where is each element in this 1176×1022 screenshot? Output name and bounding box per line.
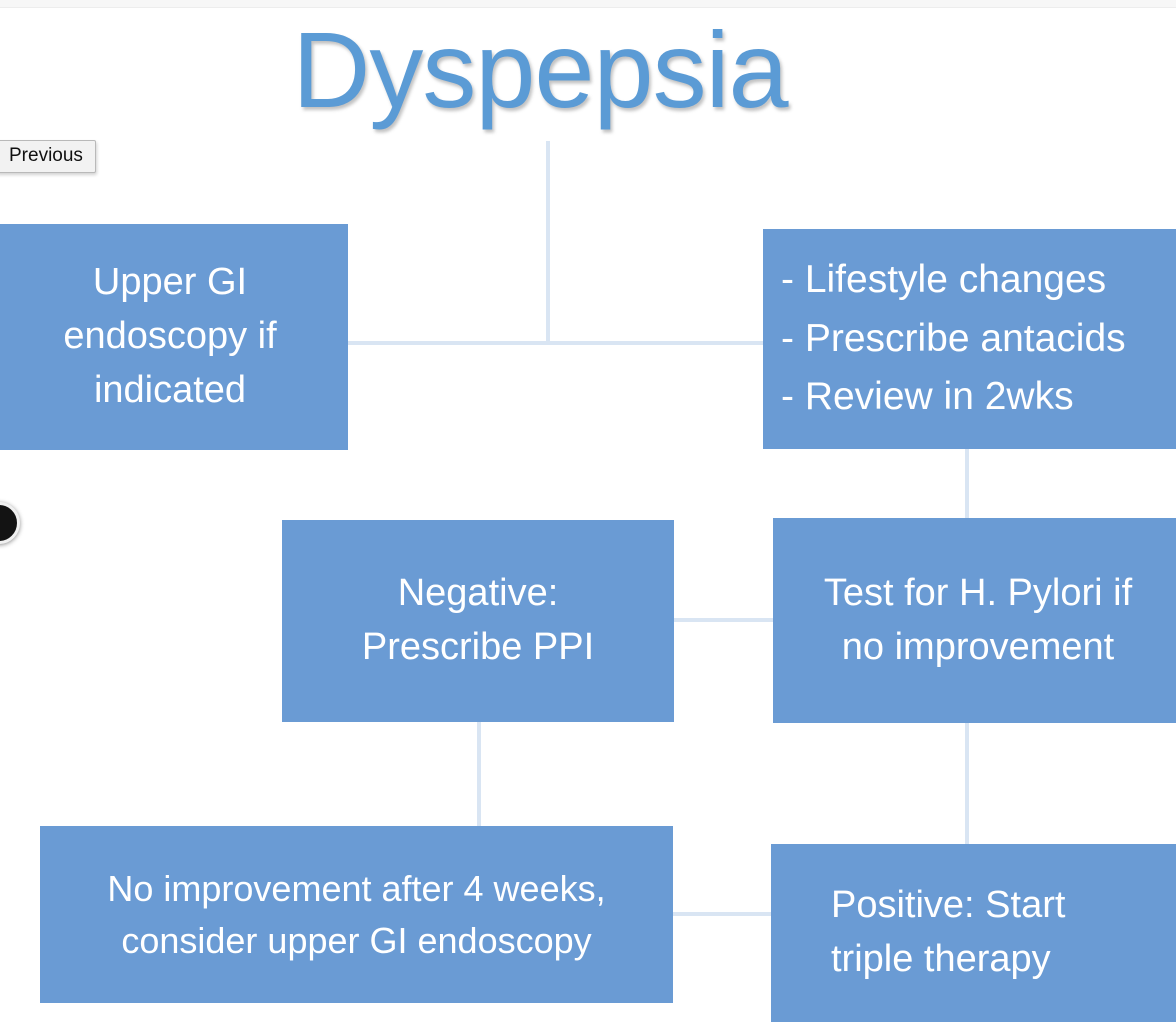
previous-tooltip: Previous: [0, 140, 96, 173]
connector-hpylori-to-positive: [965, 721, 969, 846]
node-line: Upper GI: [92, 261, 248, 304]
browser-chrome-strip: [0, 0, 1176, 8]
node-line: - Review in 2wks: [781, 375, 1074, 419]
node-line: indicated: [93, 368, 247, 411]
connector-initial-to-hpylori: [965, 447, 969, 520]
node-line: triple therapy: [831, 938, 1051, 980]
node-line: - Prescribe antacids: [781, 316, 1126, 360]
connector-negative-to-hpylori: [670, 618, 777, 622]
node-line: No improvement after 4 weeks,: [107, 868, 606, 910]
connector-negative-to-noimprovement: [477, 720, 481, 828]
node-line: Positive: Start: [831, 884, 1066, 927]
previous-circle-icon[interactable]: [0, 502, 20, 544]
connector-top-horizontal: [344, 341, 767, 345]
node-line: Test for H. Pylori if: [823, 571, 1133, 614]
node-line: Negative:: [397, 572, 559, 615]
node-line: Prescribe PPI: [361, 626, 595, 668]
node-test-for-h-pylori[interactable]: Test for H. Pylori if no improvement: [773, 518, 1176, 723]
node-line: - Lifestyle changes: [781, 258, 1107, 302]
node-positive-triple-therapy[interactable]: Positive: Start triple therapy: [771, 844, 1176, 1022]
slide-canvas: Dyspepsia Upper GI endoscopy if indicate…: [0, 8, 1176, 1022]
node-line: endoscopy if: [63, 315, 277, 358]
node-no-improvement-after-4-weeks[interactable]: No improvement after 4 weeks, consider u…: [40, 826, 673, 1003]
connector-title-vertical: [546, 141, 550, 344]
page-title: Dyspepsia: [292, 9, 788, 130]
node-line: consider upper GI endoscopy: [121, 919, 592, 961]
connector-noimprovement-to-positive: [670, 912, 773, 916]
node-upper-gi-endoscopy[interactable]: Upper GI endoscopy if indicated: [0, 224, 348, 450]
node-initial-management[interactable]: - Lifestyle changes - Prescribe antacids…: [763, 229, 1176, 449]
node-line: no improvement: [841, 625, 1115, 668]
node-negative-prescribe-ppi[interactable]: Negative: Prescribe PPI: [282, 520, 674, 722]
